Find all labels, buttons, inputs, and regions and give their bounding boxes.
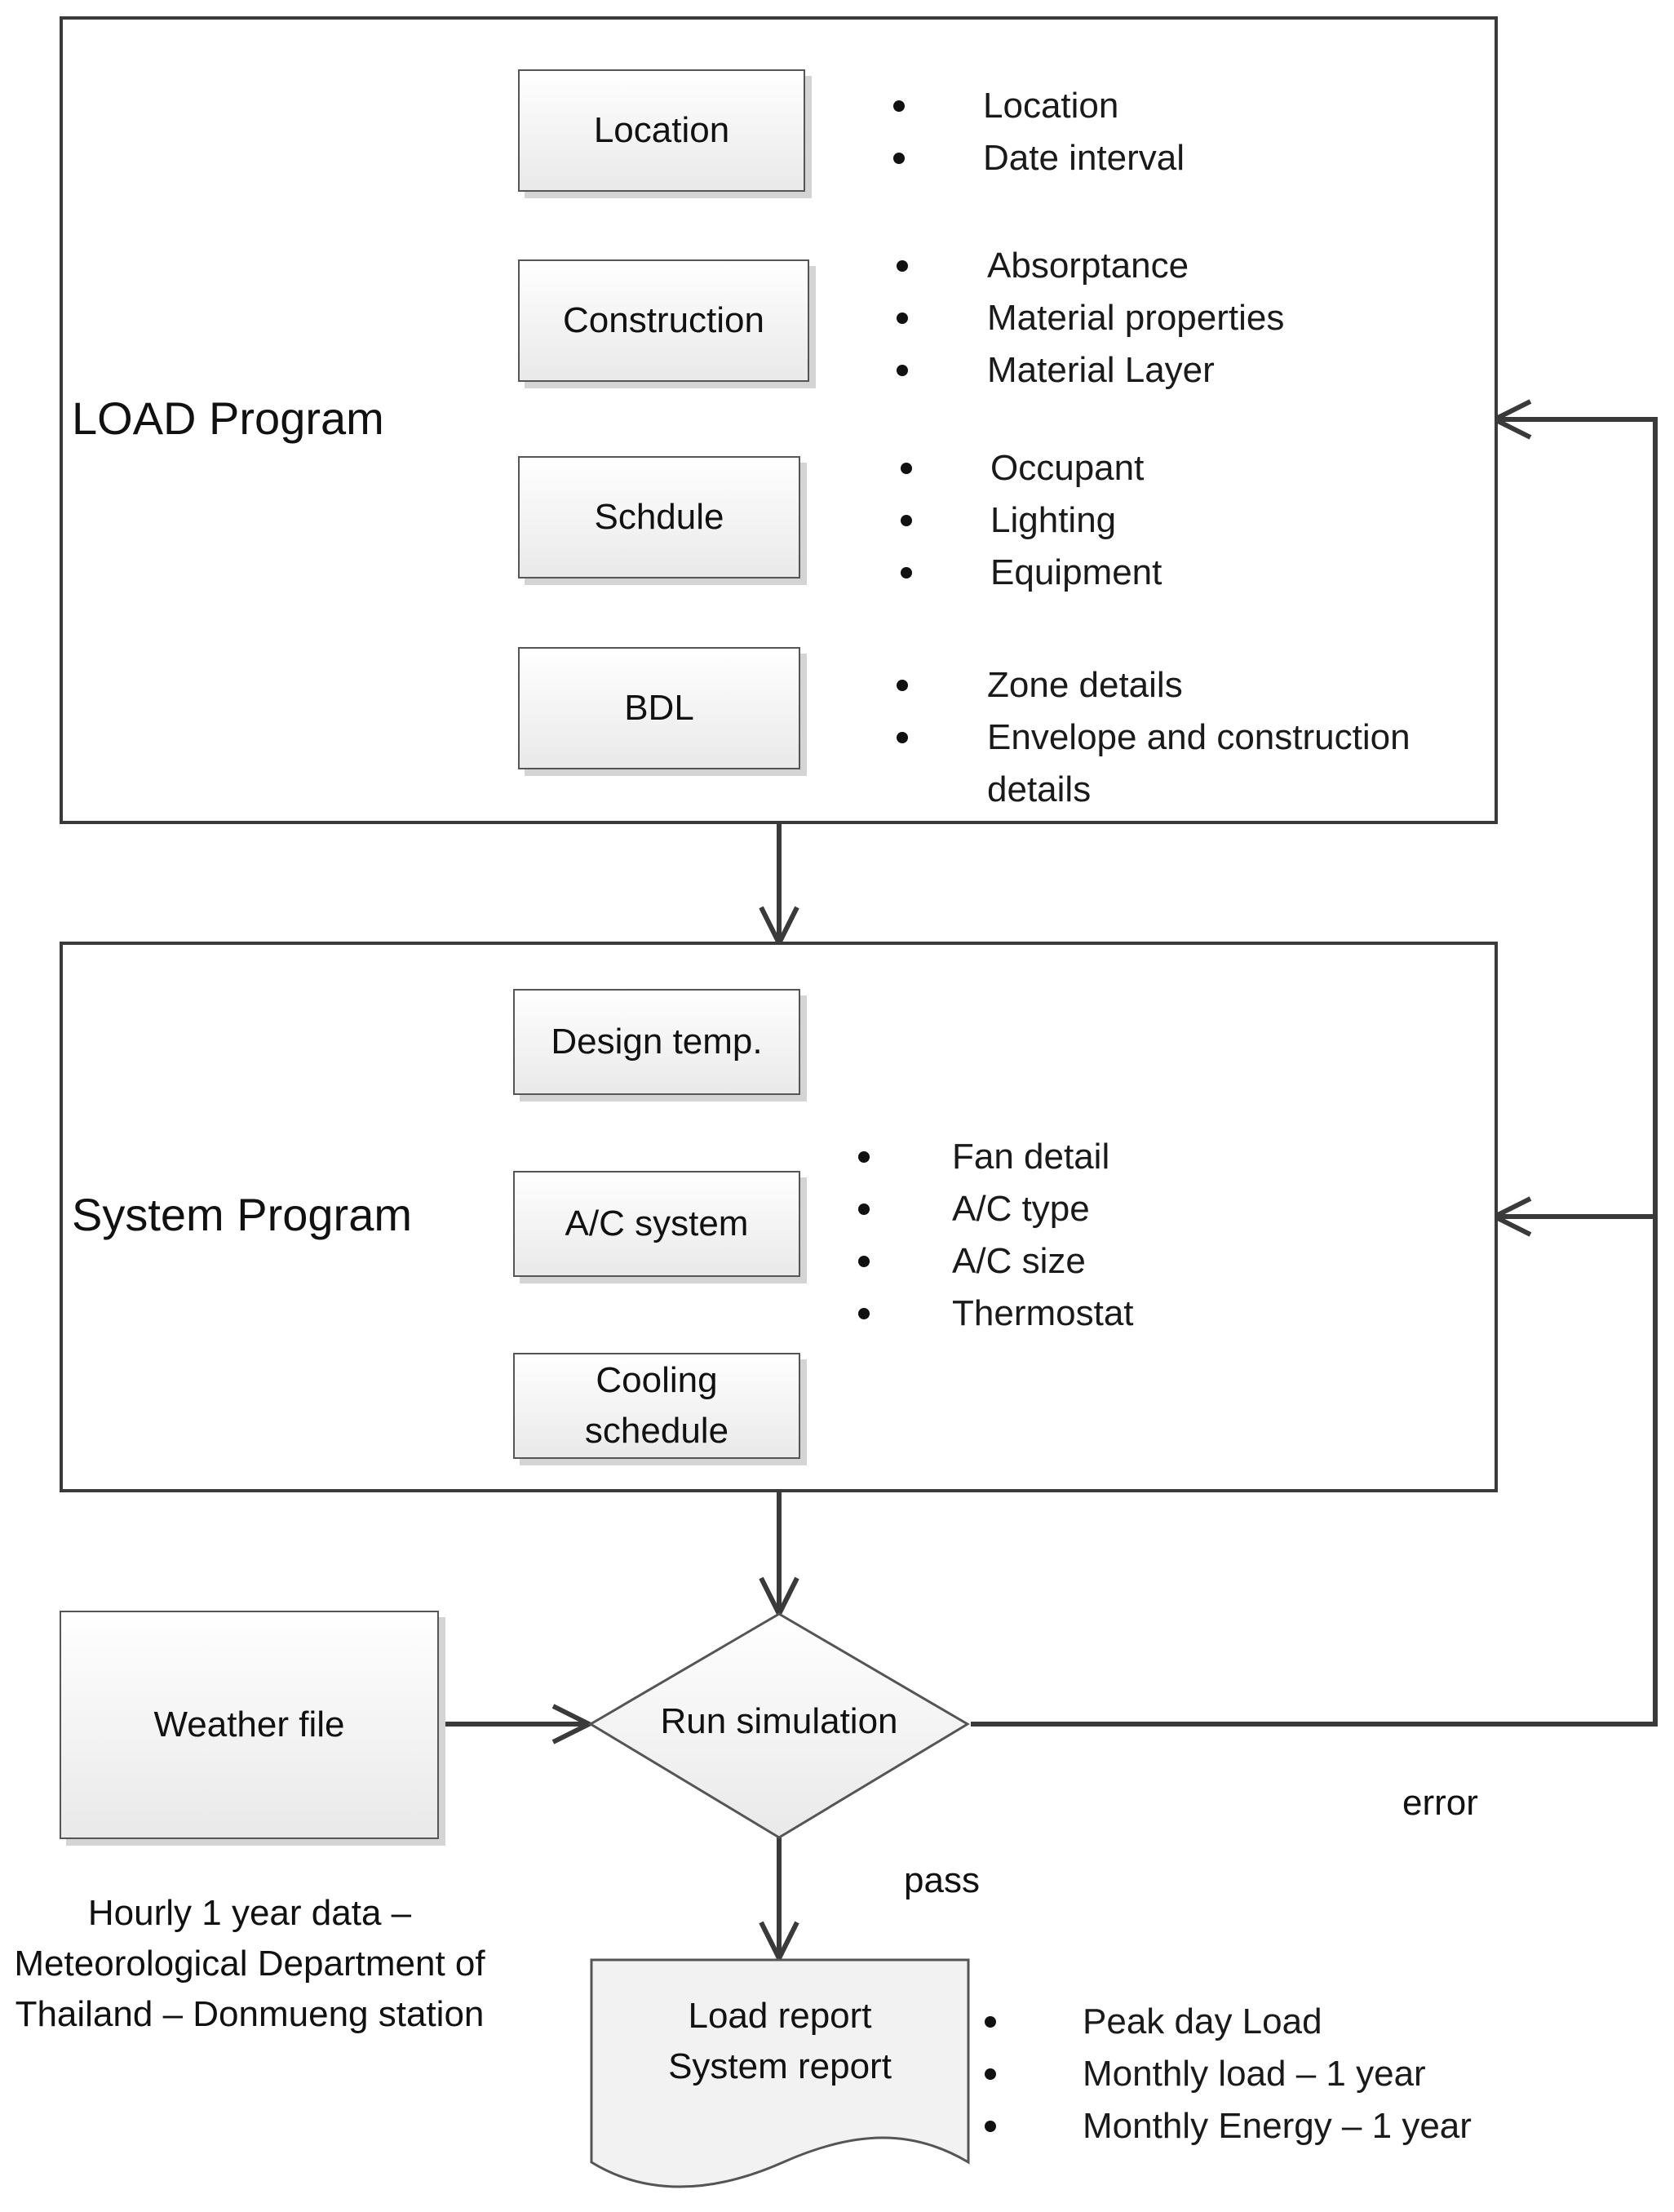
cooling-schedule-box: Cooling schedule <box>513 1353 800 1459</box>
system-program-title: System Program <box>72 1189 412 1240</box>
location-bullets: Location Date interval <box>893 80 1185 184</box>
bullet-text: Material Layer <box>987 350 1215 390</box>
report-text: Load report System report <box>591 1991 968 2092</box>
weather-file-box: Weather file <box>60 1611 439 1839</box>
load-report-label: Load report <box>688 1996 872 2036</box>
system-report-label: System report <box>668 2046 892 2086</box>
construction-box: Construction <box>518 259 809 382</box>
bullet-dot <box>897 732 908 743</box>
bullet-text: Zone details <box>987 665 1183 705</box>
run-simulation-label: Run simulation <box>660 1701 898 1741</box>
bullet-text: Date interval <box>983 138 1185 178</box>
load-program-title: LOAD Program <box>72 392 384 444</box>
bullet-text: Fan detail <box>952 1137 1110 1177</box>
design-temp-box: Design temp. <box>513 989 800 1095</box>
bdl-box: BDL <box>518 647 800 769</box>
report-document-shape <box>590 1958 970 2188</box>
bullet-text: A/C type <box>952 1189 1090 1229</box>
error-feedback-line <box>971 417 1658 1727</box>
bullet-dot <box>893 153 905 164</box>
ac-system-bullets: Fan detail A/C type A/C size Thermostat <box>858 1131 1134 1340</box>
bullet-text: Location <box>983 86 1119 126</box>
schedule-bullets: Occupant Lighting Equipment <box>901 442 1162 599</box>
construction-bullets: Absorptance Material properties Material… <box>897 240 1284 397</box>
bullet-dot <box>897 680 908 691</box>
error-label: error <box>1402 1783 1478 1823</box>
bullet-dot <box>901 463 912 474</box>
bullet-dot <box>985 2016 996 2028</box>
bullet-text: Envelope and construction details <box>987 717 1410 809</box>
bullet-dot <box>901 515 912 526</box>
pass-label: pass <box>904 1860 980 1900</box>
bullet-dot <box>901 567 912 578</box>
bullet-text: Lighting <box>990 500 1117 540</box>
bullet-dot <box>858 1256 870 1267</box>
bullet-text: Material properties <box>987 298 1285 338</box>
report-bullets: Peak day Load Monthly load – 1 year Mont… <box>985 1996 1472 2152</box>
location-box: Location <box>518 69 805 192</box>
bullet-text: Occupant <box>990 448 1145 488</box>
ac-system-box: A/C system <box>513 1171 800 1277</box>
bullet-text: Monthly load – 1 year <box>1083 2054 1426 2094</box>
bullet-text: A/C size <box>952 1241 1086 1281</box>
weather-note: Hourly 1 year data – Meteorological Depa… <box>14 1893 485 2034</box>
bullet-dot <box>985 2068 996 2080</box>
bullet-dot <box>897 313 908 324</box>
bullet-dot <box>858 1204 870 1215</box>
bullet-text: Monthly Energy – 1 year <box>1083 2106 1472 2146</box>
bullet-dot <box>858 1151 870 1163</box>
bullet-text: Absorptance <box>987 246 1189 286</box>
bullet-text: Thermostat <box>952 1293 1134 1333</box>
bullet-text: Equipment <box>990 552 1162 592</box>
bullet-dot <box>893 100 905 112</box>
bdl-bullets: Zone details Envelope and construction d… <box>897 659 1468 816</box>
schedule-box: Schdule <box>518 456 800 578</box>
bullet-dot <box>897 260 908 272</box>
bullet-text: Peak day Load <box>1083 2001 1322 2041</box>
run-simulation-diamond <box>588 1612 970 1839</box>
bullet-dot <box>985 2121 996 2132</box>
bullet-dot <box>897 365 908 376</box>
bullet-dot <box>858 1308 870 1319</box>
